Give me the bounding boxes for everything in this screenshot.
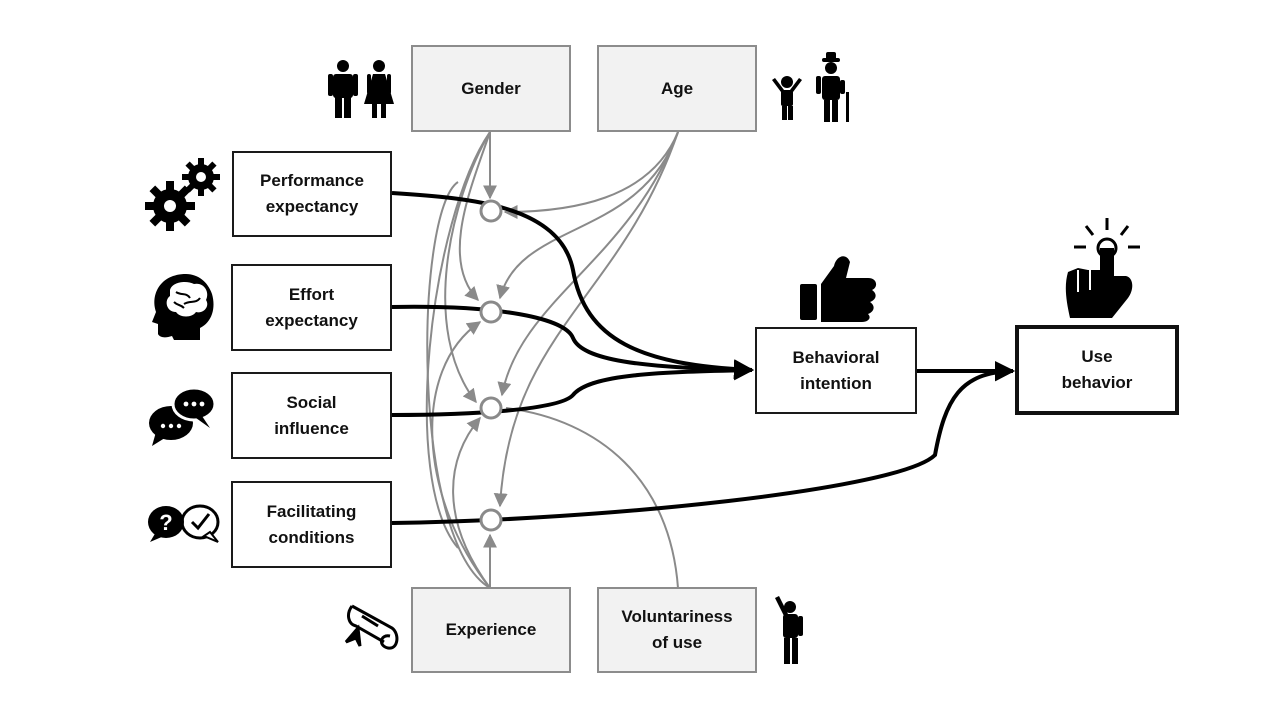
question-check-icon: ? bbox=[148, 504, 220, 543]
social-influence-box: Social influence bbox=[231, 372, 392, 459]
gender-to-node-2-connector bbox=[458, 131, 491, 302]
experience-side-loop bbox=[426, 181, 491, 589]
use-behavior-box: Use behavior bbox=[1015, 325, 1179, 415]
moderator-node-effort bbox=[479, 300, 503, 324]
experience-box: Experience bbox=[411, 587, 571, 673]
man-woman-icon bbox=[328, 60, 394, 118]
gender-side-loop bbox=[425, 131, 491, 549]
diploma-scroll-icon bbox=[344, 604, 399, 650]
performance-to-intention-path bbox=[391, 191, 754, 380]
voluntariness-box: Voluntariness of use bbox=[597, 587, 757, 673]
facilitating-conditions-box: Facilitating conditions bbox=[231, 481, 392, 568]
experience-to-node-3-connector bbox=[452, 416, 491, 589]
tap-finger-icon bbox=[1065, 218, 1140, 318]
moderator-node-facilitating bbox=[479, 508, 503, 532]
moderator-node-social bbox=[479, 396, 503, 420]
gears-icon bbox=[145, 158, 220, 231]
age-to-node-4-connector bbox=[493, 131, 679, 508]
age-to-node-2-connector bbox=[496, 131, 679, 300]
experience-to-node-2-connector bbox=[431, 321, 491, 589]
moderator-connectors bbox=[425, 131, 679, 589]
behavioral-intention-box: Behavioral intention bbox=[755, 327, 917, 414]
child-elder-icon bbox=[772, 52, 849, 122]
age-to-node-3-connector bbox=[497, 131, 679, 397]
gender-box: Gender bbox=[411, 45, 571, 132]
svg-text:?: ? bbox=[159, 510, 172, 535]
performance-expectancy-box: Performance expectancy bbox=[232, 151, 392, 237]
effort-to-intention-path bbox=[391, 304, 754, 380]
main-paths bbox=[391, 191, 1015, 525]
voluntariness-to-node-3-connector bbox=[505, 407, 679, 589]
thumbs-up-icon bbox=[800, 256, 877, 322]
speech-bubbles-icon bbox=[149, 386, 217, 446]
age-box: Age bbox=[597, 45, 757, 132]
facilitating-to-use-path bbox=[391, 361, 1015, 525]
social-to-intention-path bbox=[391, 360, 754, 417]
brain-head-icon bbox=[152, 274, 214, 340]
moderator-node-performance bbox=[479, 199, 503, 223]
gender-to-node-3-connector bbox=[444, 131, 491, 404]
age-to-node-1-connector bbox=[503, 131, 679, 219]
raised-hand-person-icon bbox=[775, 596, 803, 664]
effort-expectancy-box: Effort expectancy bbox=[231, 264, 392, 351]
